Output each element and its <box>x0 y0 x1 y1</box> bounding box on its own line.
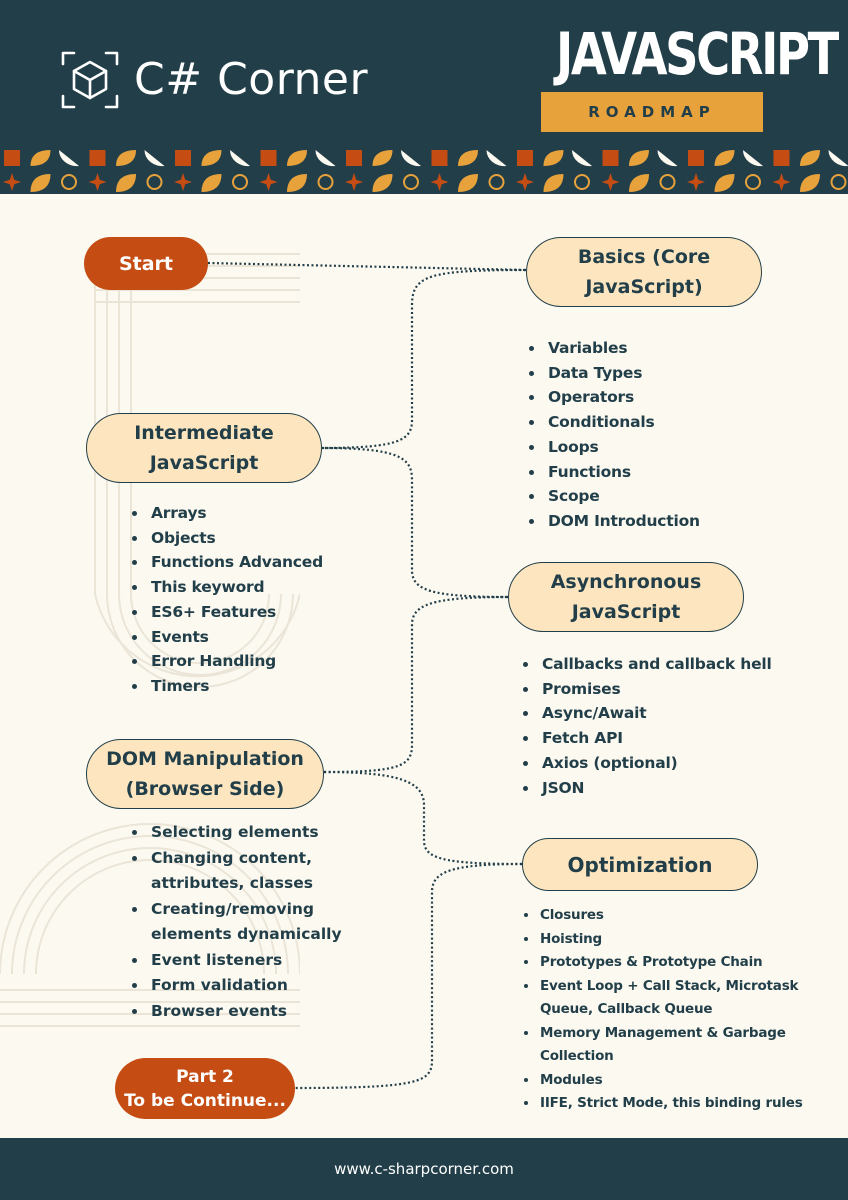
background-decoration <box>0 253 300 1027</box>
intermediate-topic-item: Events <box>129 625 323 650</box>
basics-topic-item: Functions <box>526 460 700 485</box>
intermediate-topic-item: ES6+ Features <box>129 600 323 625</box>
decorative-pattern-band <box>0 148 848 194</box>
dom-topic-item: Selecting elements <box>129 820 389 846</box>
basics-topic-item: Variables <box>526 336 700 361</box>
intermediate-topic-item: This keyword <box>129 575 323 600</box>
brand-name: C# Corner <box>134 54 369 105</box>
async-topic-item: Axios (optional) <box>520 751 772 776</box>
footer: www.c-sharpcorner.com <box>0 1138 848 1200</box>
async-node: Asynchronous JavaScript <box>508 562 744 632</box>
connector-basics-intermediate <box>321 268 527 450</box>
intermediate-topic-item: Arrays <box>129 501 323 526</box>
optimization-node: Optimization <box>522 838 758 891</box>
connector-intermediate-async <box>321 446 509 599</box>
connector-optimization-part2 <box>294 862 523 1090</box>
dom-topic-item: Event listeners <box>129 948 389 974</box>
optimization-topic-item: Event Loop + Call Stack, Microtask Queue… <box>522 975 807 1022</box>
basics-topic-item: Loops <box>526 435 700 460</box>
connector-start-basics <box>207 261 527 272</box>
footer-url: www.c-sharpcorner.com <box>334 1160 514 1178</box>
basics-topic-item: DOM Introduction <box>526 509 700 534</box>
basics-topic-item: Scope <box>526 484 700 509</box>
intermediate-topic-item: Functions Advanced <box>129 550 323 575</box>
async-topic-item: Async/Await <box>520 701 772 726</box>
intermediate-node: Intermediate JavaScript <box>86 413 322 483</box>
dom-node: DOM Manipulation (Browser Side) <box>86 739 324 809</box>
optimization-topic-item: Memory Management & Garbage Collection <box>522 1022 807 1069</box>
connector-async-dom <box>323 595 509 774</box>
basics-topic-item: Conditionals <box>526 410 700 435</box>
start-node: Start <box>84 237 208 290</box>
connector-dom-optimization <box>323 770 523 866</box>
intermediate-topic-item: Objects <box>129 526 323 551</box>
basics-topic-item: Operators <box>526 385 700 410</box>
dom-topic-item: Creating/removing elements dynamically <box>129 897 389 948</box>
dom-topic-item: Changing content, attributes, classes <box>129 846 389 897</box>
async-topic-item: Fetch API <box>520 726 772 751</box>
intermediate-topic-item: Error Handling <box>129 649 323 674</box>
async-topic-item: Callbacks and callback hell <box>520 652 772 677</box>
intermediate-topic-item: Timers <box>129 674 323 699</box>
header-banner: C# Corner JAVASCRIPT ROADMAP <box>0 0 848 148</box>
optimization-topic-item: Hoisting <box>522 928 807 952</box>
async-topic-item: Promises <box>520 677 772 702</box>
optimization-topic-item: Modules <box>522 1069 807 1093</box>
optimization-topic-item: Closures <box>522 904 807 928</box>
page-subtitle: ROADMAP <box>541 92 763 132</box>
part2-node: Part 2 To be Continue... <box>115 1058 295 1119</box>
cube-logo-icon <box>61 51 119 109</box>
basics-node: Basics (Core JavaScript) <box>526 237 762 307</box>
optimization-topic-item: Prototypes & Prototype Chain <box>522 951 807 975</box>
dom-topic-item: Form validation <box>129 973 389 999</box>
async-topic-item: JSON <box>520 776 772 801</box>
optimization-topic-item: IIFE, Strict Mode, this binding rules <box>522 1092 807 1116</box>
basics-topic-item: Data Types <box>526 361 700 386</box>
dom-topic-item: Browser events <box>129 999 389 1025</box>
